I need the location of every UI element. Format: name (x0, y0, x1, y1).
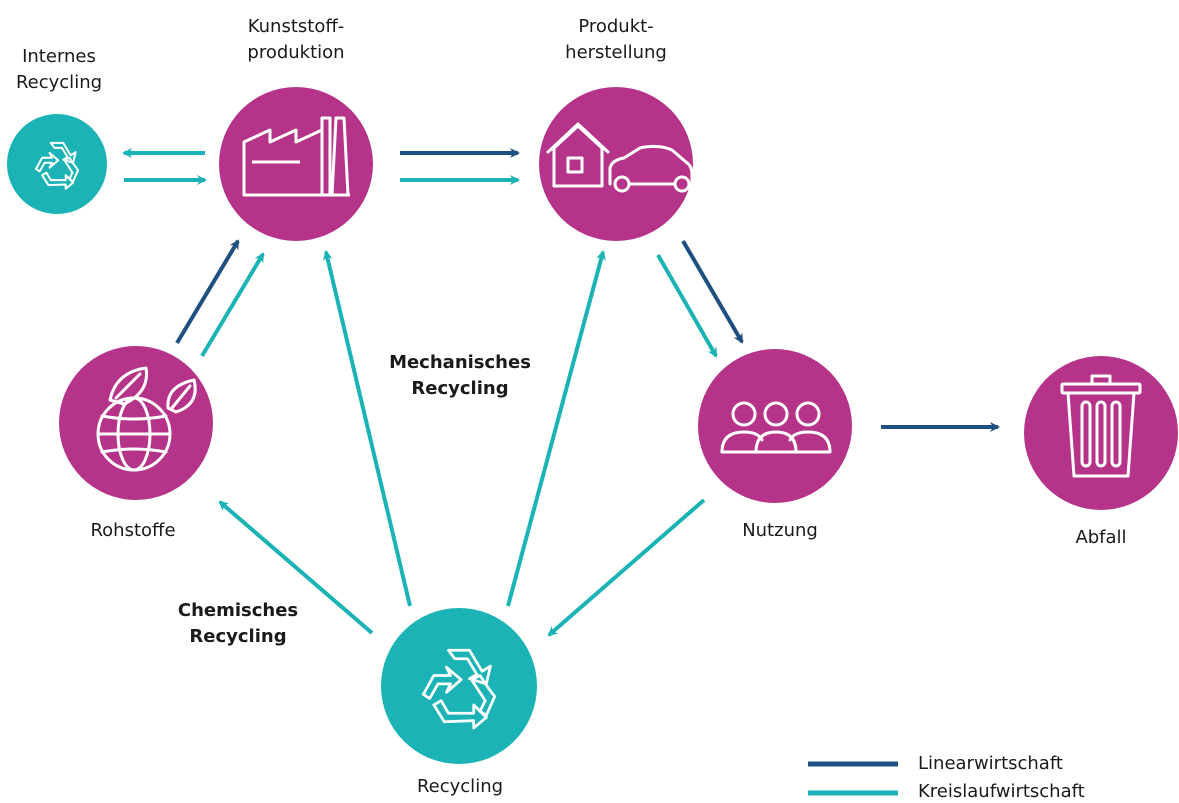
annotation-chemisches-recycling: Chemisches Recycling (177, 600, 299, 647)
node-nutzung (698, 349, 852, 503)
node-internes-recycling (7, 114, 107, 214)
node-recycling (381, 608, 537, 764)
annotation-mechanisches-recycling: Mechanisches Recycling (389, 352, 531, 399)
house-car-icon (546, 122, 694, 193)
arrow-recycling-to-rohstoffe (218, 500, 374, 635)
label-abfall: Abfall (1075, 527, 1127, 548)
trash-can-icon (1060, 374, 1142, 478)
label-internes-recycling: Internes Recycling (15, 46, 103, 93)
label-recycling: Recycling (416, 776, 504, 797)
factory-icon (242, 116, 350, 197)
node-abfall (1024, 356, 1178, 510)
node-kunststoffproduktion (219, 87, 373, 241)
legend-label-circular: Kreislaufwirtschaft (918, 781, 1085, 802)
arrow-produkt-to-nutzung-circular (656, 254, 718, 358)
globe-leaves-icon (96, 366, 197, 472)
label-produktherstellung: Produkt- herstellung (565, 16, 667, 63)
arrow-rohstoffe-to-kunststoff-circular (200, 252, 265, 358)
arrow-recycling-to-produkt (506, 250, 606, 607)
arrow-nutzung-to-recycling (547, 498, 706, 637)
node-produktherstellung (539, 87, 694, 241)
label-kunststoffproduktion: Kunststoff- produktion (247, 16, 345, 63)
recycle-icon (421, 648, 497, 730)
arrow-recycling-to-kunststoff (322, 250, 412, 607)
node-rohstoffe (59, 346, 213, 500)
arrow-rohstoffe-to-kunststoff-linear (175, 239, 240, 345)
people-icon (720, 401, 832, 454)
recycle-icon (34, 141, 80, 190)
label-nutzung: Nutzung (742, 520, 818, 541)
legend-label-linear: Linearwirtschaft (918, 753, 1063, 774)
arrow-produkt-to-nutzung-linear (681, 239, 744, 344)
label-rohstoffe: Rohstoffe (90, 520, 176, 541)
